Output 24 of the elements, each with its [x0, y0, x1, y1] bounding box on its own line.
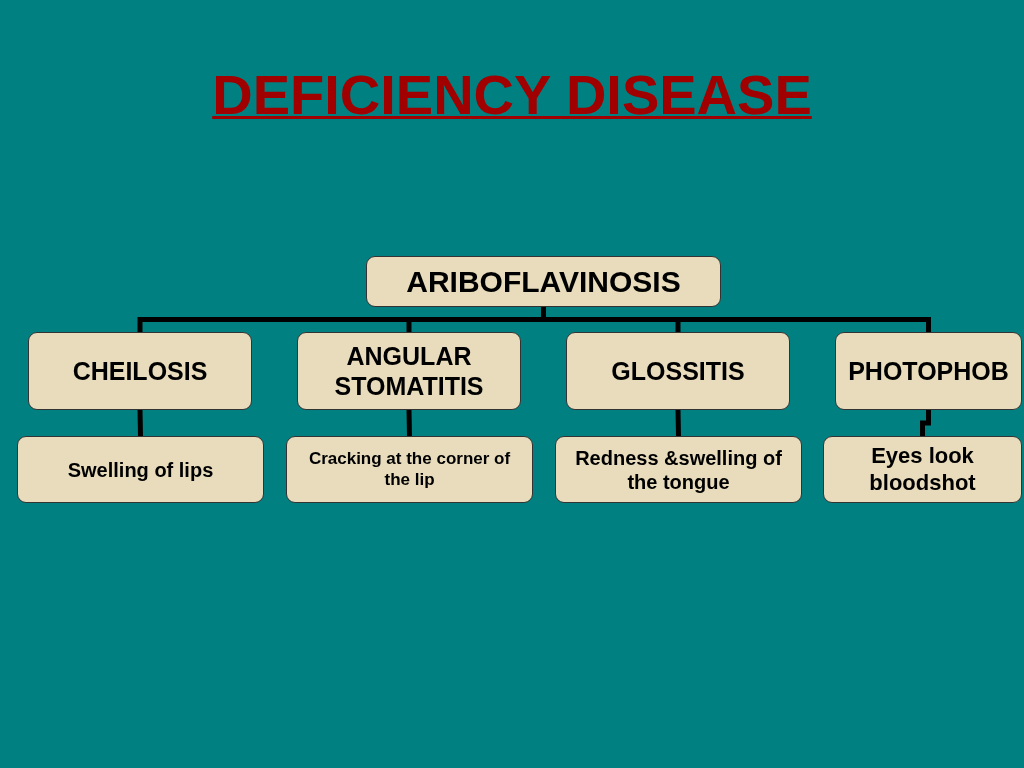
- node-label: Eyes look bloodshot: [868, 443, 977, 496]
- disease-box: [566, 332, 790, 410]
- node-label: Swelling of lips: [67, 457, 214, 482]
- node-label: GLOSSITIS: [611, 356, 745, 386]
- symptom-box: [823, 436, 1022, 503]
- node-label: Cracking at the corner of the lip: [307, 449, 512, 490]
- connector-line: [137, 409, 143, 437]
- node-label: ARIBOFLAVINOSIS: [406, 263, 681, 300]
- root-box: [366, 256, 721, 307]
- disease-box: [297, 332, 521, 410]
- symptom-box: [17, 436, 264, 503]
- node-label: PHOTOPHOB: [848, 356, 1009, 386]
- connector-line: [541, 307, 931, 332]
- symptom-box: [555, 436, 802, 503]
- connector-line: [406, 409, 412, 437]
- connector-line: [920, 410, 931, 436]
- disease-box: [835, 332, 1022, 410]
- symptom-box: [286, 436, 533, 503]
- title: DEFICIENCY DISEASE: [212, 63, 812, 126]
- node-label: ANGULAR STOMATITIS: [333, 341, 485, 401]
- node-label: Redness &swelling of the tongue: [574, 445, 783, 494]
- connector-line: [675, 409, 681, 437]
- disease-box: [28, 332, 252, 410]
- node-label: CHEILOSIS: [72, 356, 208, 386]
